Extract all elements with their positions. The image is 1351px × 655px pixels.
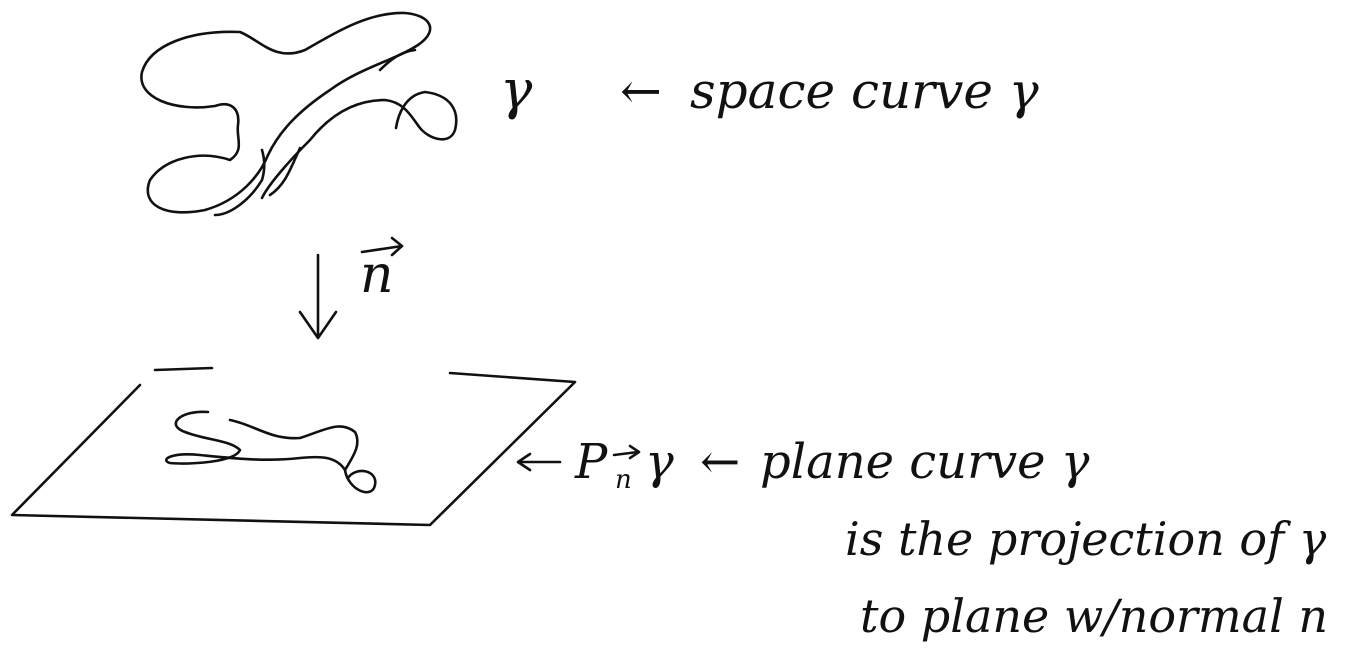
plane-pointer-arrow (516, 452, 562, 472)
normal-label: n (360, 245, 394, 305)
projection-gamma: γ (645, 434, 674, 490)
subscript-vector-mark (612, 444, 641, 460)
projection-P: P (574, 434, 608, 490)
plane-curve (164, 410, 377, 494)
plane-curve-arrow: ← (700, 434, 740, 490)
space-curve (140, 11, 458, 217)
normal-vector-mark (360, 236, 404, 257)
plane (10, 366, 577, 527)
description-line-2: to plane w/normal n (860, 589, 1328, 643)
description-line-1: is the projection of γ (845, 512, 1327, 566)
normal-arrow (298, 253, 338, 340)
space-curve-label: space curve γ (690, 62, 1039, 120)
gamma-label: γ (500, 58, 533, 121)
plane-curve-label: plane curve γ (760, 434, 1090, 490)
projection-subscript: n (615, 465, 632, 495)
space-curve-arrow: ← (620, 62, 662, 120)
